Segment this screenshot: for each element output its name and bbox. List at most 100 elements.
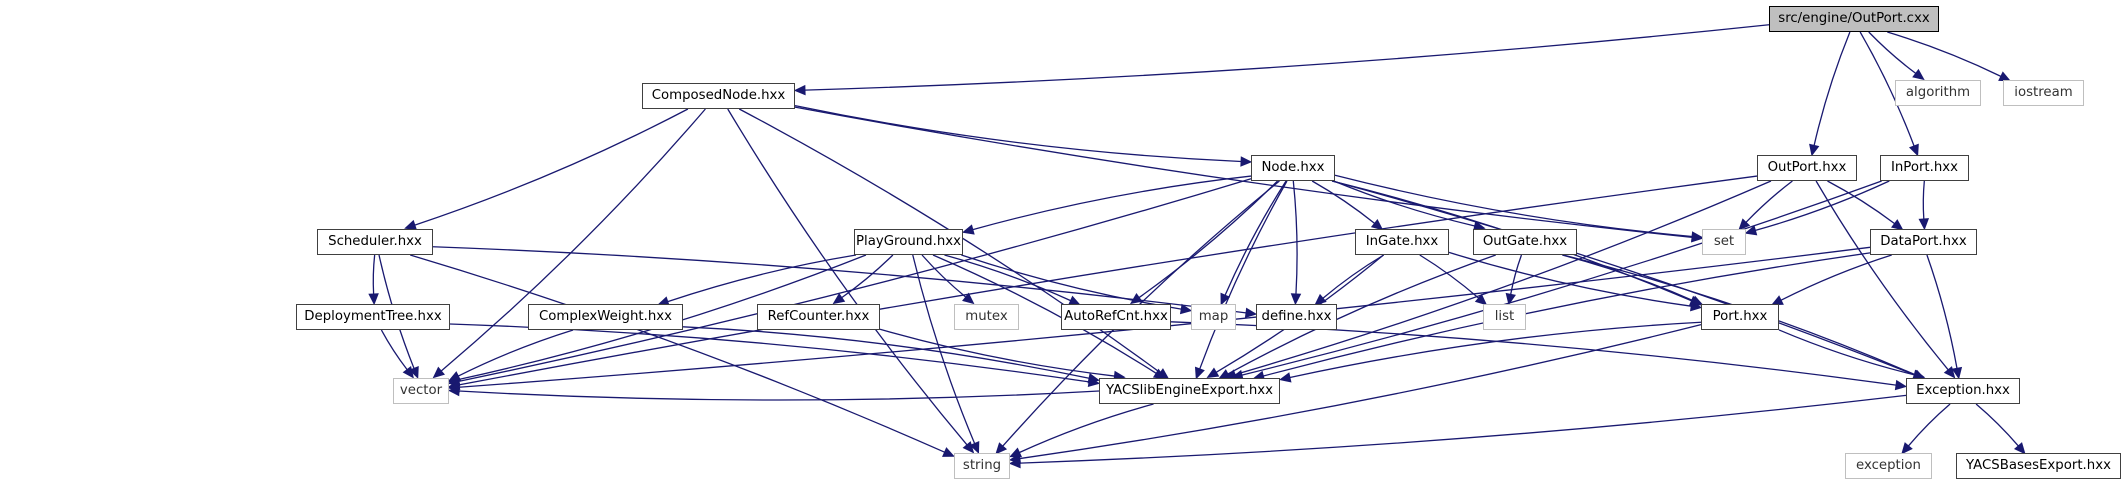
arrowhead-dataport: [1918, 218, 1930, 231]
arrowhead-string: [942, 447, 955, 457]
edge-exception_hxx-to-exception: [1907, 403, 1951, 447]
edge-root-to-algorithm: [1868, 31, 1917, 74]
arrowhead-string: [1009, 447, 1023, 458]
edge-port-to-exception_hxx: [1778, 329, 1915, 376]
arrowhead-string: [969, 440, 980, 454]
node-algorithm[interactable]: algorithm: [1895, 80, 1981, 106]
edge-playground-to-autorefcnt: [944, 254, 1071, 302]
node-map[interactable]: map: [1191, 304, 1236, 330]
arrowhead-node: [1240, 156, 1253, 167]
edge-composednode-to-scheduler: [414, 108, 689, 226]
edge-refcounter-to-yacslib: [879, 328, 1115, 377]
edge-dataport-to-exception_hxx: [1926, 254, 1958, 369]
edge-scheduler-to-deploymenttree: [372, 254, 376, 295]
node-string[interactable]: string: [954, 453, 1010, 479]
node-list[interactable]: list: [1483, 304, 1526, 330]
arrowhead-vector: [448, 371, 462, 382]
arrowhead-vector: [432, 366, 445, 379]
edge-yacslib-to-vector: [458, 390, 1100, 401]
arrowhead-set: [1691, 231, 1704, 242]
node-yacsbasesexport-hxx[interactable]: YACSBasesExport.hxx: [1956, 453, 2121, 479]
node-dataport-hxx[interactable]: DataPort.hxx: [1870, 229, 1977, 255]
edge-outgate-to-yacslib: [1227, 254, 1496, 375]
arrowhead-yacslib: [1278, 372, 1292, 383]
arrowhead-exception_hxx: [1894, 379, 1908, 391]
node-iostream[interactable]: iostream: [2003, 80, 2084, 106]
edge-autorefcnt-to-exception_hxx: [1170, 321, 1897, 386]
node-yacslibengineexport-hxx[interactable]: YACSlibEngineExport.hxx: [1099, 378, 1280, 404]
node-refcounter-hxx[interactable]: RefCounter.hxx: [757, 304, 880, 330]
arrowhead-yacslib: [1152, 368, 1166, 380]
edge-outport-to-yacslib: [1234, 180, 1772, 376]
edge-yacslib-to-string: [1019, 403, 1154, 454]
node-exception[interactable]: exception: [1845, 453, 1932, 479]
arrowhead-set: [1744, 225, 1758, 236]
edge-outport-to-set: [1745, 180, 1793, 223]
node-outgate-hxx[interactable]: OutGate.hxx: [1473, 229, 1577, 255]
arrowhead-port: [1690, 295, 1704, 306]
edge-outport-to-vector: [458, 175, 1758, 386]
arrowhead-dataport: [1891, 219, 1904, 231]
edge-playground-to-complexweight: [667, 254, 857, 303]
arrowhead-map: [1179, 303, 1193, 315]
node-composednode-hxx[interactable]: ComposedNode.hxx: [642, 83, 795, 109]
edge-scheduler-to-define: [432, 246, 1247, 314]
arrowhead-list: [1505, 292, 1516, 306]
node-mutex[interactable]: mutex: [954, 304, 1019, 330]
arrowhead-composednode: [793, 84, 806, 96]
arrowhead-outport: [1809, 143, 1820, 157]
edge-exception_hxx-to-string: [1019, 394, 1907, 464]
node-node-hxx[interactable]: Node.hxx: [1251, 155, 1335, 181]
arrowhead-yacslib: [1206, 367, 1220, 378]
edge-outport-to-dataport: [1827, 180, 1895, 225]
node-inport-hxx[interactable]: InPort.hxx: [1880, 155, 1969, 181]
edge-node-to-map: [1224, 180, 1287, 296]
node-port-hxx[interactable]: Port.hxx: [1701, 304, 1779, 330]
arrowhead-yacslib: [1087, 373, 1101, 384]
arrowhead-exception_hxx: [1943, 366, 1956, 379]
arrowhead-yacsbases: [2013, 442, 2026, 455]
node-define-hxx[interactable]: define.hxx: [1256, 304, 1337, 330]
arrowhead-scheduler: [404, 219, 417, 230]
node-set[interactable]: set: [1702, 229, 1746, 255]
edge-node-to-define: [1292, 180, 1298, 295]
edge-node-to-autorefcnt: [1138, 180, 1279, 299]
node-complexweight-hxx[interactable]: ComplexWeight.hxx: [528, 304, 683, 330]
edge-node-to-outgate: [1333, 180, 1475, 227]
arrowhead-map: [1220, 292, 1231, 306]
arrowhead-string: [1008, 457, 1021, 469]
arrowhead-exception: [1901, 442, 1913, 455]
arrowhead-set: [1738, 218, 1751, 231]
arrowhead-ingate: [1370, 218, 1384, 231]
edge-scheduler-to-string: [410, 254, 945, 453]
node-scheduler-hxx[interactable]: Scheduler.hxx: [317, 229, 433, 255]
arrowhead-vector: [447, 385, 460, 397]
node-deploymenttree-hxx[interactable]: DeploymentTree.hxx: [296, 304, 450, 330]
node-exception-hxx[interactable]: Exception.hxx: [1906, 378, 2020, 404]
edge-node-to-set: [1334, 174, 1693, 238]
arrowhead-list: [1474, 293, 1488, 306]
edge-node-to-playground: [972, 175, 1252, 231]
edge-playground-to-refcounter: [841, 254, 894, 299]
edge-complexweight-to-vector: [457, 329, 574, 377]
edge-inport-to-set: [1755, 180, 1890, 232]
edge-inport-to-dataport: [1922, 180, 1925, 220]
arrowhead-refcounter: [832, 293, 846, 305]
edge-playground-to-string: [912, 254, 976, 444]
arrowhead-playground: [962, 224, 975, 235]
edge-composednode-to-string: [727, 108, 968, 446]
edge-ingate-to-list: [1419, 254, 1480, 299]
arrowhead-mutex: [962, 292, 975, 305]
arrowhead-deploymenttree: [368, 293, 379, 306]
edge-outgate-to-list: [1510, 254, 1523, 295]
node-playground-hxx[interactable]: PlayGround.hxx: [854, 229, 963, 255]
node-root-outport-cxx[interactable]: src/engine/OutPort.cxx: [1769, 6, 1939, 32]
arrowhead-vector: [402, 366, 414, 379]
node-outport-hxx[interactable]: OutPort.hxx: [1757, 155, 1857, 181]
edge-ingate-to-define: [1322, 254, 1385, 299]
edge-dataport-to-yacslib: [1263, 252, 1871, 377]
node-autorefcnt-hxx[interactable]: AutoRefCnt.hxx: [1061, 304, 1171, 330]
node-ingate-hxx[interactable]: InGate.hxx: [1355, 229, 1449, 255]
node-vector[interactable]: vector: [393, 378, 449, 404]
arrowhead-algorithm: [1912, 68, 1925, 81]
